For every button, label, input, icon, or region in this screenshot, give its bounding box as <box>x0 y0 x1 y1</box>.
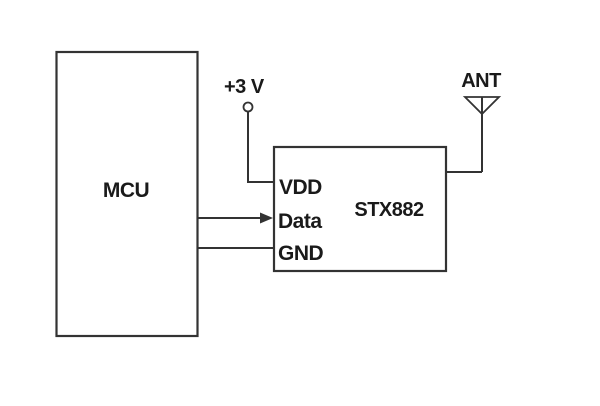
stx882-block <box>272 145 448 273</box>
mcu-block <box>55 50 199 338</box>
stx882-label: STX882 <box>354 199 424 221</box>
pin-gnd-label: GND <box>278 242 324 265</box>
antenna-label: ANT <box>461 70 501 92</box>
power-wire <box>247 112 274 183</box>
mcu-label: MCU <box>103 179 149 202</box>
pin-vdd-label: VDD <box>279 176 322 199</box>
pin-data-label: Data <box>278 210 322 233</box>
power-label: +3 V <box>224 76 265 98</box>
data-wire-arrowhead-icon <box>260 212 273 224</box>
power-terminal-icon <box>242 101 254 113</box>
